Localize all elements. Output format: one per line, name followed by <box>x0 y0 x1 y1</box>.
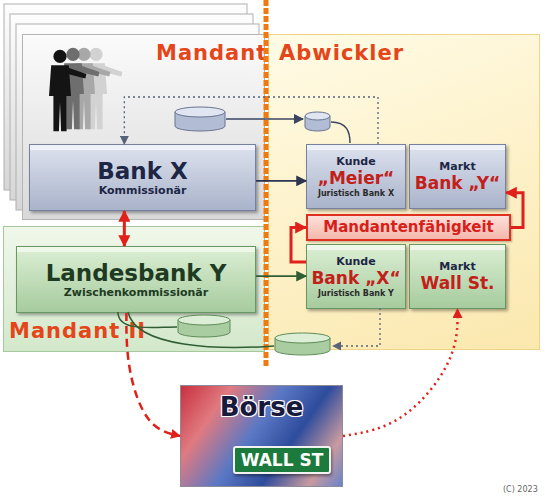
market-box: MarktWall St. <box>409 244 506 309</box>
node-text: WALL ST <box>233 446 331 474</box>
data-wire <box>118 312 177 328</box>
database-symbol <box>275 333 330 355</box>
process-box: Bank XKommissionär <box>29 144 256 211</box>
flow-arrow <box>124 97 378 144</box>
node-title: Abwickler <box>279 41 404 65</box>
process-box: Landesbank YZwischenkommissionär <box>16 246 256 313</box>
node-title: Kunde <box>336 155 375 168</box>
node-text: Juristisch Bank Y <box>318 289 394 299</box>
client-panel: Mandant IBank XKommissionär <box>22 34 265 220</box>
exchange-picture: BörseWALL ST <box>180 385 343 487</box>
data-wire <box>331 122 350 143</box>
account-box: KundeBank „X“Juristisch Bank Y <box>306 244 406 309</box>
people-silhouette <box>49 48 122 131</box>
database-symbol <box>305 112 330 131</box>
node-text: Wall St. <box>420 273 494 294</box>
flow-arrow <box>291 228 306 263</box>
flow-arrow <box>256 275 306 277</box>
copyright-note: (C) 2023 <box>503 485 538 494</box>
node-title: Bank X <box>97 158 187 184</box>
node-title: Landesbank Y <box>46 260 227 286</box>
flow-arrow <box>126 313 180 436</box>
node-text: Bank „Y“ <box>415 173 500 194</box>
database-symbol <box>178 315 230 337</box>
data-wire <box>333 308 380 346</box>
processor-panel: AbwicklerKunde„Meier“Juristisch Bank XMa… <box>268 34 540 350</box>
node-title: Kunde <box>336 255 375 268</box>
node-text: Bank „X“ <box>311 268 400 289</box>
node-title: Mandant I <box>156 41 284 65</box>
node-title: Börse <box>181 392 342 422</box>
node-text: Zwischenkommissionär <box>64 286 208 300</box>
data-wire <box>128 312 274 347</box>
node-title: Markt <box>439 260 475 273</box>
node-text: Kommissionär <box>99 184 187 198</box>
copy-arrow <box>226 118 303 120</box>
node-text: „Meier“ <box>318 168 395 189</box>
flow-arrow <box>256 180 306 182</box>
flow-arrow <box>506 193 523 228</box>
capability-band: Mandantenfähigkeit <box>306 214 511 241</box>
divider-line <box>264 0 269 366</box>
flow-arrow <box>123 211 126 246</box>
node-title: Mandant II <box>9 319 146 343</box>
account-box: Kunde„Meier“Juristisch Bank X <box>306 144 406 209</box>
flow-arrow <box>343 309 458 436</box>
database-symbol <box>175 107 225 131</box>
node-text: Juristisch Bank X <box>318 189 394 199</box>
market-box: MarktBank „Y“ <box>409 144 506 209</box>
node-title: Markt <box>439 160 475 173</box>
node-title: Mandantenfähigkeit <box>308 216 509 239</box>
client-panel: Mandant II Landesbank YZwischenkommission… <box>3 226 265 352</box>
